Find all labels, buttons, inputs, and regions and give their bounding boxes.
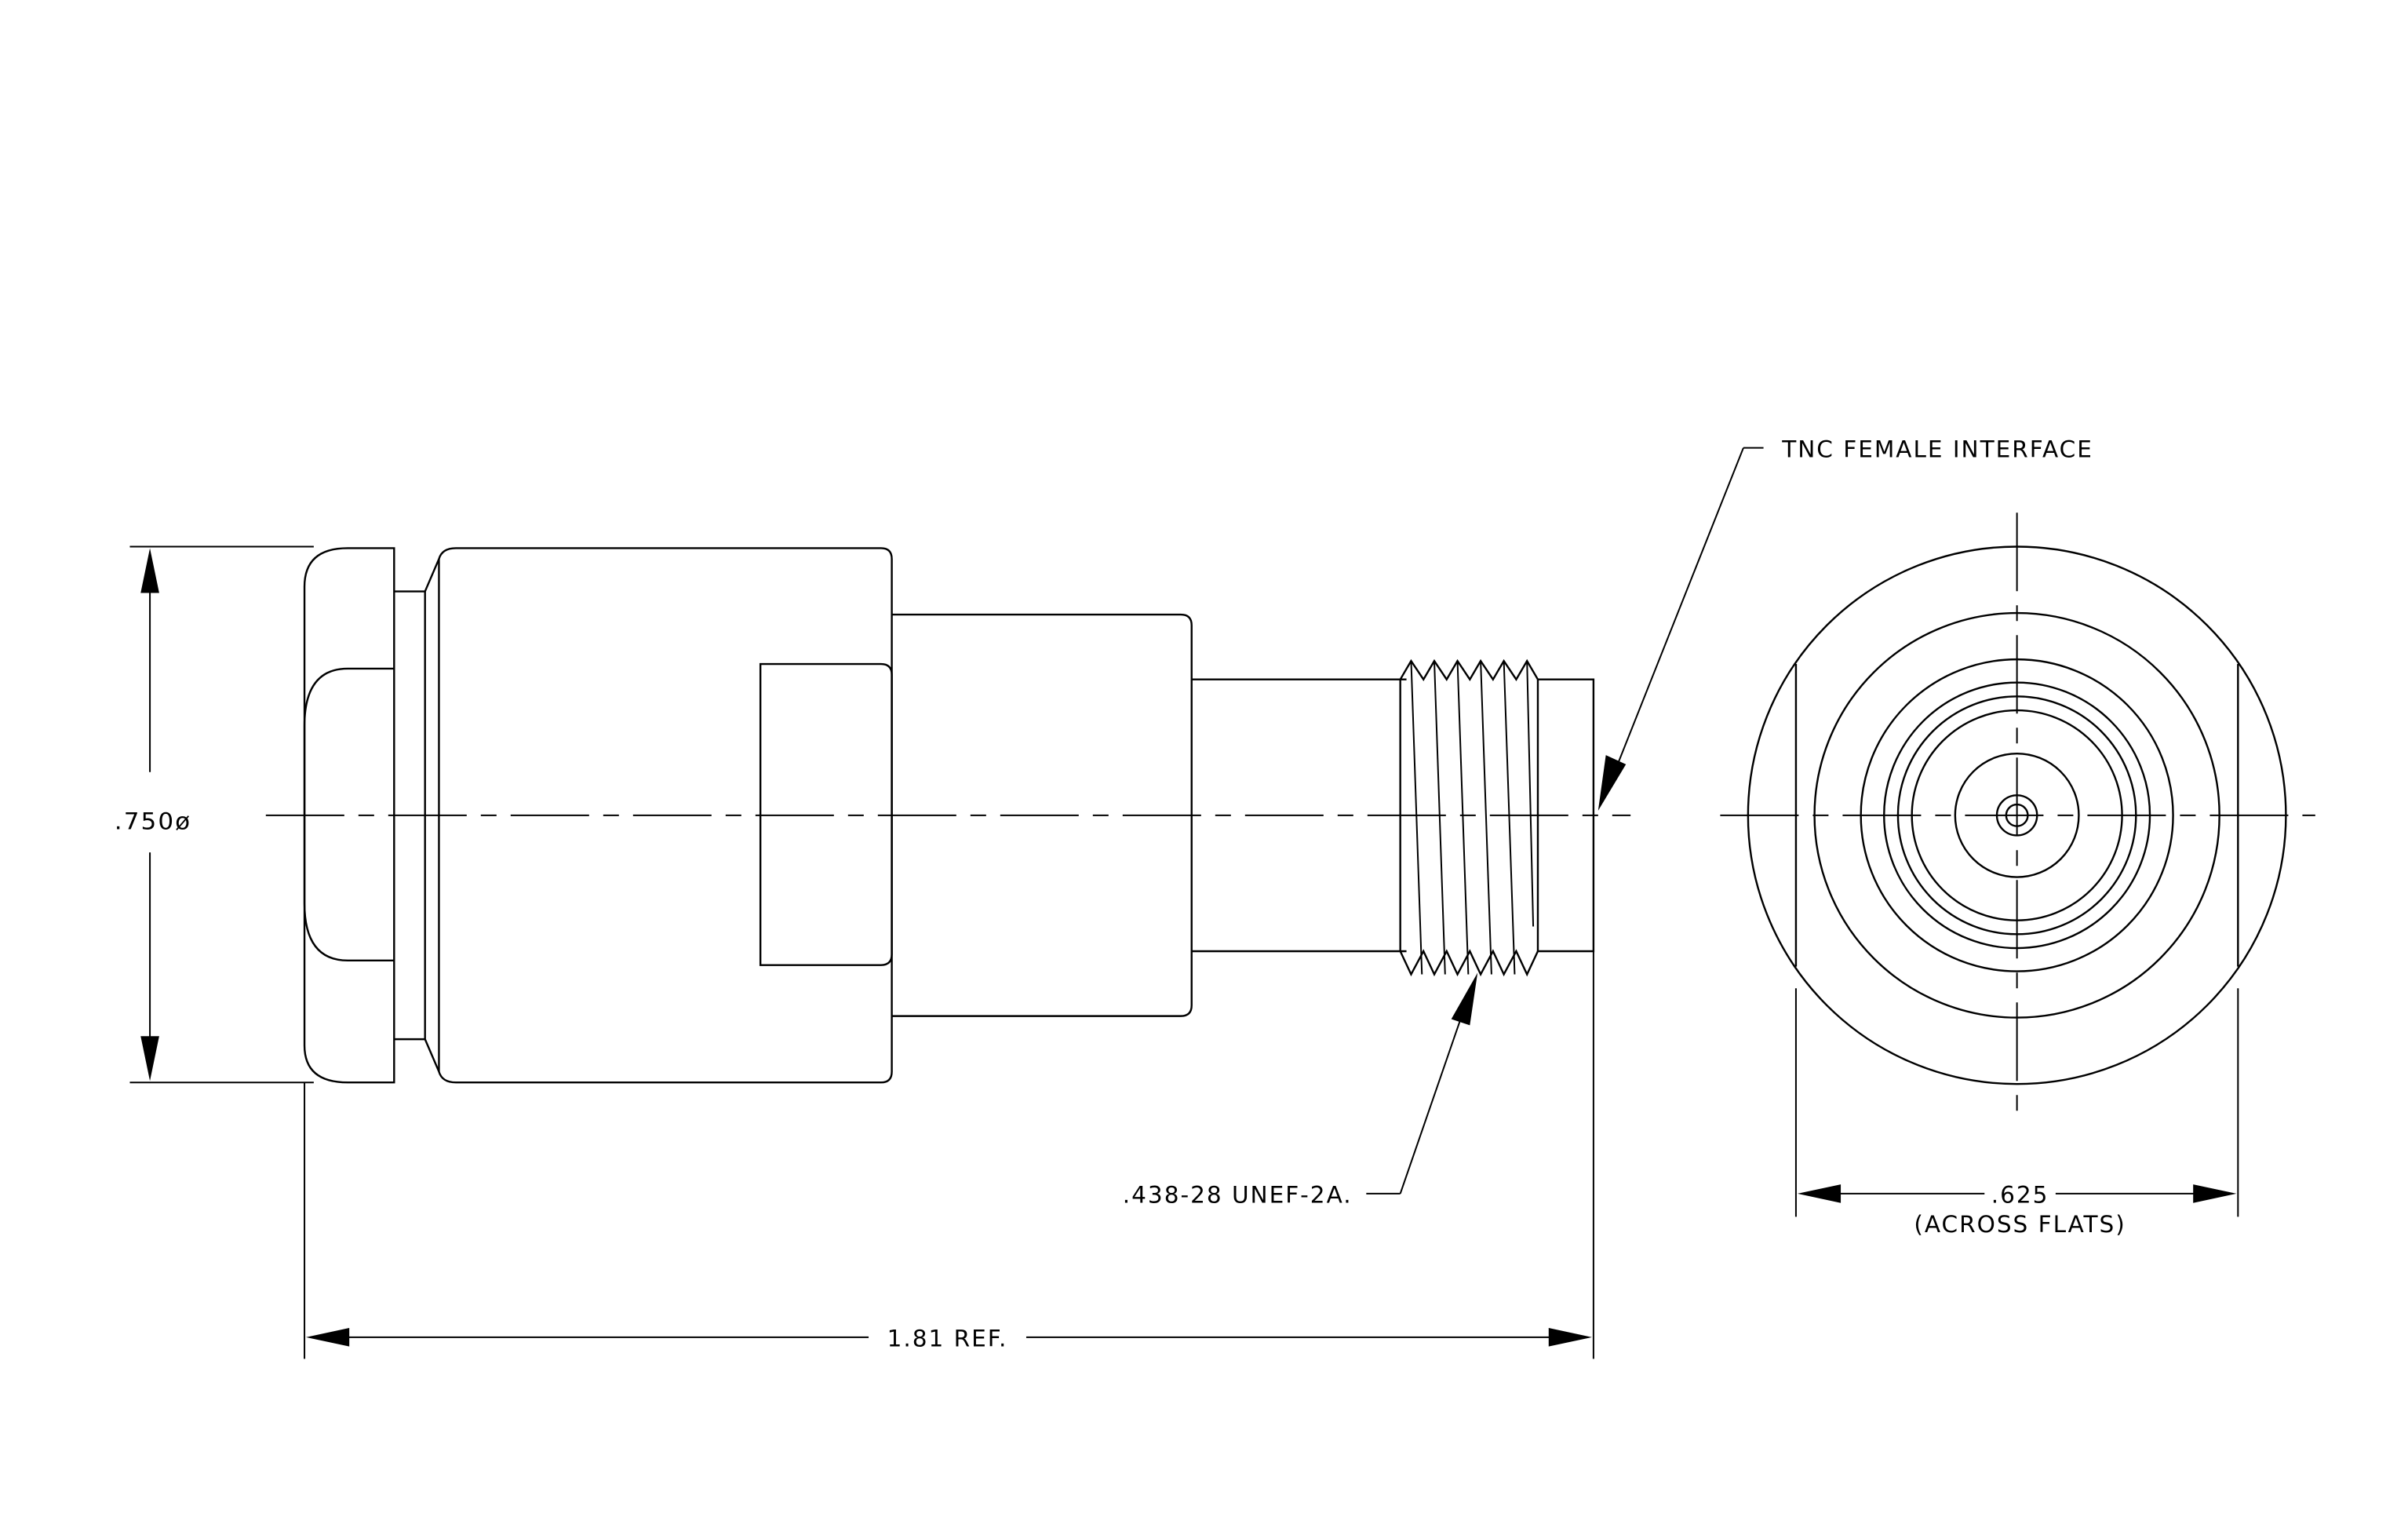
interface-leader — [1597, 448, 1764, 811]
thread-helix — [1411, 661, 1533, 974]
dielectric-circle — [1955, 753, 2079, 877]
thread-leader — [1366, 972, 1478, 1194]
wrench-flat — [760, 664, 891, 965]
thread-top — [1401, 661, 1538, 680]
overall-length-label: 1.81 REF. — [887, 1326, 1008, 1352]
across-flats-note: (ACROSS FLATS) — [1914, 1211, 2126, 1238]
interface-callout: TNC FEMALE INTERFACE — [1781, 436, 2093, 462]
thread-callout: .438-28 UNEF-2A. — [1123, 1182, 1353, 1209]
front-view — [1720, 512, 2315, 1119]
thread-bottom — [1401, 951, 1538, 975]
dimension-overall-length — [304, 951, 1594, 1359]
across-flats-value: .625 — [1991, 1182, 2049, 1209]
diameter-label: .750ø — [115, 808, 191, 835]
coupling-nut — [304, 548, 394, 1082]
side-view — [266, 548, 1630, 1082]
dimension-diameter — [129, 546, 313, 1082]
dimension-across-flats — [1796, 988, 2238, 1216]
neck — [1192, 680, 1407, 951]
